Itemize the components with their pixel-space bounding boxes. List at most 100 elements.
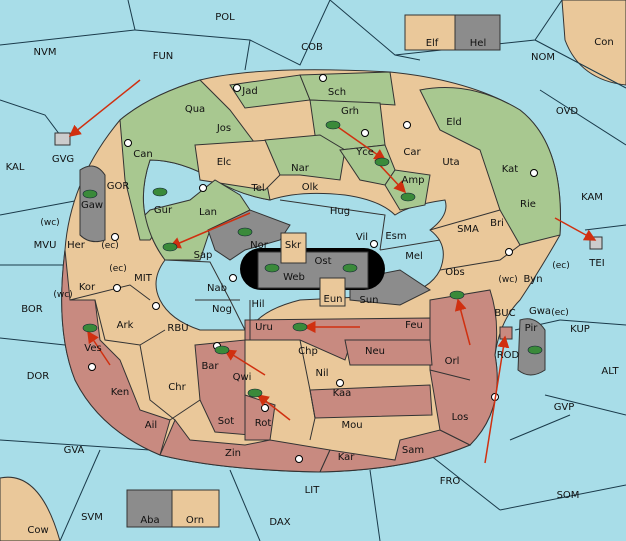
legend-label-elf: Elf [426,38,439,49]
sea-zone-label-pol: POL [215,12,235,23]
army-unit-icon[interactable] [292,322,308,332]
land-borders [69,199,521,441]
province-label-gur: Gur [154,205,173,216]
sea-zone-label-gvp: GVP [554,402,575,413]
province-label-skr: Skr [285,240,302,251]
sea-zone-label-fun: FUN [153,51,174,62]
coast-label: (ec) [109,264,127,274]
sea-zone-label-cob: COB [301,42,323,53]
order-arrow [87,330,111,366]
province-label-vil: Vil [356,232,368,243]
province-label-ken: Ken [111,387,130,398]
rod-marker[interactable] [499,326,513,340]
province-label-byn: Byn [523,274,542,285]
army-unit-icon[interactable] [325,120,341,130]
sea-zone-label-gva: GVA [64,445,85,456]
supply-center-icon [111,233,119,241]
army-unit-icon[interactable] [237,227,253,237]
province-label-chp: Chp [298,346,318,357]
army-unit-icon[interactable] [264,263,280,273]
province-label-orl: Orl [445,356,460,367]
province-label-ark: Ark [117,320,134,331]
province-label-qwi: Qwi [233,372,252,383]
legend-label-aba: Aba [140,515,159,526]
coast-label: (wc) [498,275,517,285]
region-red-west[interactable] [61,249,171,456]
supply-center-icon [233,84,241,92]
army-unit-icon[interactable] [162,242,178,252]
sea-zone-label-mit: MIT [134,273,153,284]
province-label-tel: Tel [250,183,264,194]
province-label-elc: Elc [217,157,232,168]
army-unit-icon[interactable] [449,290,465,300]
supply-center-icon [370,240,378,248]
province-label-zin: Zin [225,448,241,459]
legend-box-orn[interactable] [171,489,220,528]
region-kaa[interactable] [309,384,433,419]
province-label-rot: Rot [255,418,272,429]
army-unit-icon[interactable] [82,189,98,199]
legend-label-orn: Orn [186,515,204,526]
region-zin[interactable] [159,419,331,473]
province-label-gwa: Gwa [529,306,551,317]
legend-bottom [126,489,220,528]
sea-zone-label-ovd: OVD [556,106,579,117]
legend-box-elf[interactable] [404,14,456,51]
legend-box-aba[interactable] [126,489,173,528]
region-kar-sam[interactable] [319,429,472,473]
supply-center-icon [229,274,237,282]
province-label-nar: Nar [291,163,310,174]
province-label-olk: Olk [302,182,319,193]
supply-center-icon [505,248,513,256]
army-unit-icon[interactable] [400,192,416,202]
province-label-chr: Chr [168,382,186,393]
region-gaw[interactable] [79,165,106,243]
order-arrow [554,217,597,241]
supply-center-icon [530,169,538,177]
sea-zone-label-nom: NOM [531,52,555,63]
region-eun[interactable] [319,277,346,307]
sea-zone-label-nvm: NVM [34,47,57,58]
legend-top [404,14,501,51]
gvg-marker[interactable] [54,132,71,146]
region-elc[interactable] [194,139,281,191]
army-unit-icon[interactable] [527,345,543,355]
region-eld-kat-rie[interactable] [419,87,561,246]
sea-zone-label-gor: GOR [107,181,130,192]
sea-zone-label-bor: BOR [21,304,43,315]
supply-center-icon [113,284,121,292]
coast-label: (wc) [53,290,72,300]
region-nar[interactable] [264,134,346,181]
sea-zone-label-dax: DAX [269,517,290,528]
army-unit-icon[interactable] [342,263,358,273]
army-unit-icon[interactable] [82,323,98,333]
legend-box-hel[interactable] [454,14,501,51]
province-label-nog: Nog [212,304,232,315]
order-arrow [484,335,510,464]
province-label-uru: Uru [255,322,273,333]
region-amp[interactable] [384,169,431,211]
coast-label: (ec) [551,308,569,318]
region-obs-orl-los[interactable] [429,289,498,446]
army-unit-icon[interactable] [214,345,230,355]
region-skr[interactable] [280,232,307,264]
supply-center-icon [403,121,411,129]
province-label-sot: Sot [218,416,234,427]
army-unit-icon[interactable] [247,388,263,398]
province-label-sun: Sun [359,295,378,306]
province-label-gaw: Gaw [81,200,103,211]
region-neu[interactable] [344,339,433,366]
sea-zone-label-kal: KAL [6,162,25,173]
army-unit-icon[interactable] [152,187,168,197]
province-label-neu: Neu [365,346,385,357]
army-unit-icon[interactable] [374,157,390,167]
units [82,120,543,398]
province-label-bri: Bri [490,218,504,229]
legend-label-hel: Hel [470,38,486,49]
province-label-mou: Mou [341,420,362,431]
order-arrow [168,212,251,249]
sea-zone-label-gvg: GVG [52,154,74,165]
